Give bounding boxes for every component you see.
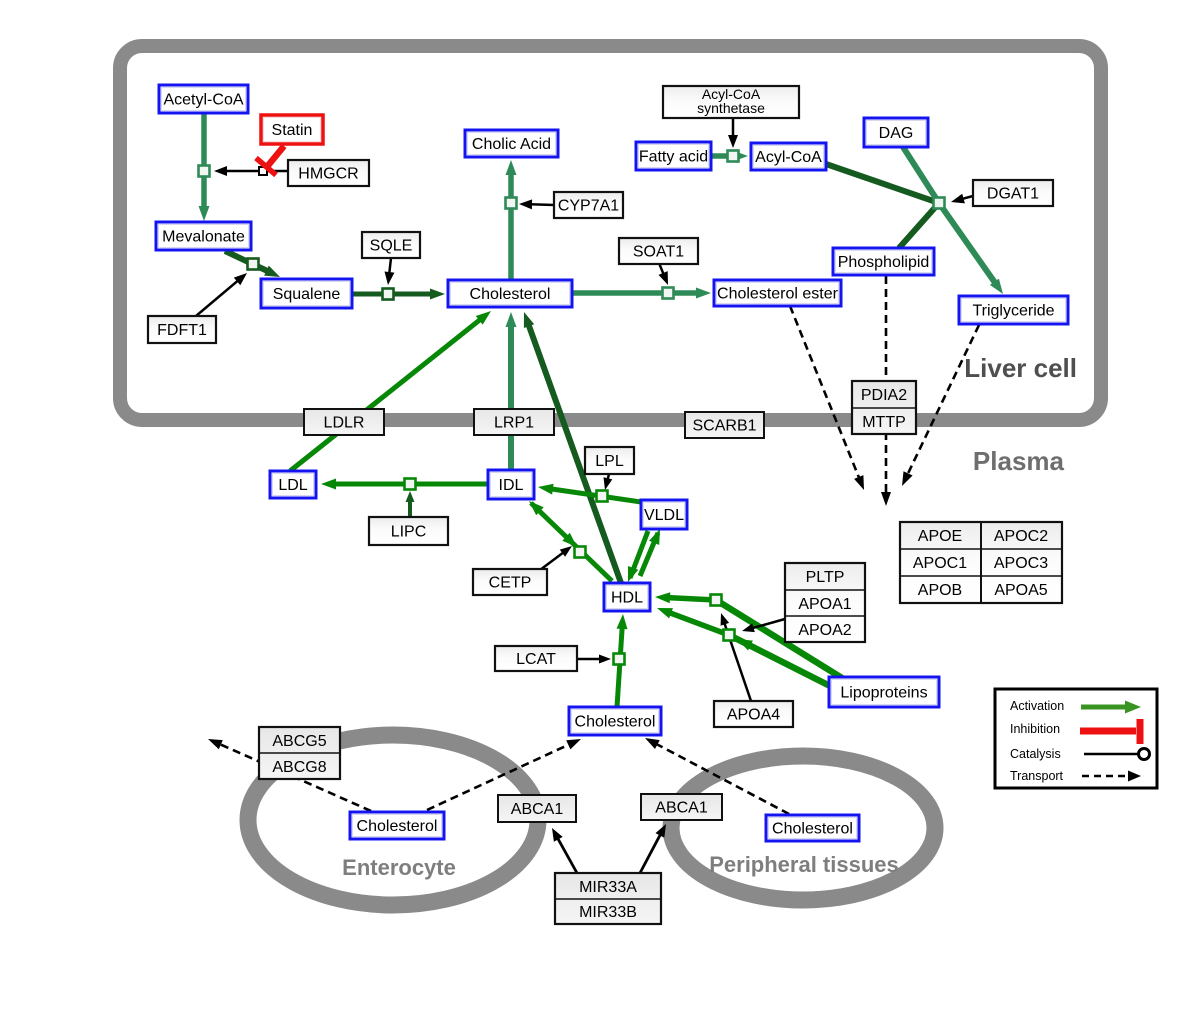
svg-text:Squalene: Squalene [273, 286, 341, 303]
svg-text:Lipoproteins: Lipoproteins [840, 685, 927, 702]
svg-text:APOC1: APOC1 [913, 555, 967, 572]
svg-text:Acetyl-CoA: Acetyl-CoA [163, 92, 243, 109]
svg-text:LDL: LDL [278, 477, 307, 494]
svg-text:Activation: Activation [1010, 699, 1064, 713]
svg-text:APOA4: APOA4 [727, 707, 780, 724]
svg-text:Fatty acid: Fatty acid [639, 149, 708, 166]
svg-text:Liver cell: Liver cell [964, 353, 1077, 383]
svg-text:APOC3: APOC3 [994, 555, 1048, 572]
svg-text:Inhibition: Inhibition [1010, 722, 1060, 736]
svg-text:HMGCR: HMGCR [298, 166, 358, 183]
svg-text:APOA1: APOA1 [798, 596, 851, 613]
svg-text:APOE: APOE [918, 528, 962, 545]
svg-text:Cholesterol: Cholesterol [357, 818, 438, 835]
svg-text:LDLR: LDLR [324, 415, 365, 432]
svg-text:SOAT1: SOAT1 [633, 244, 684, 261]
svg-text:Cholic Acid: Cholic Acid [472, 136, 551, 153]
svg-text:APOC2: APOC2 [994, 528, 1048, 545]
svg-text:PLTP: PLTP [806, 569, 845, 586]
svg-text:APOB: APOB [918, 582, 962, 599]
svg-text:MIR33A: MIR33A [579, 879, 637, 896]
svg-text:Mevalonate: Mevalonate [162, 229, 245, 246]
svg-text:SCARB1: SCARB1 [692, 418, 756, 435]
svg-text:MIR33B: MIR33B [579, 904, 637, 921]
svg-text:ABCG5: ABCG5 [272, 733, 326, 750]
svg-text:SQLE: SQLE [370, 238, 413, 255]
svg-text:Statin: Statin [272, 122, 313, 139]
svg-text:LIPC: LIPC [391, 524, 427, 541]
svg-text:Phospholipid: Phospholipid [838, 254, 930, 271]
svg-text:Enterocyte: Enterocyte [342, 855, 456, 880]
svg-text:Cholesterol: Cholesterol [575, 714, 656, 731]
svg-text:synthetase: synthetase [697, 100, 765, 116]
svg-text:HDL: HDL [611, 590, 643, 607]
svg-text:LPL: LPL [595, 453, 624, 470]
svg-text:Cholesterol: Cholesterol [772, 821, 853, 838]
svg-text:VLDL: VLDL [644, 507, 684, 524]
svg-text:Catalysis: Catalysis [1010, 747, 1061, 761]
svg-text:Acyl-CoA: Acyl-CoA [755, 149, 822, 166]
svg-text:ABCA1: ABCA1 [655, 800, 708, 817]
svg-text:IDL: IDL [499, 477, 524, 494]
svg-text:Transport: Transport [1010, 769, 1064, 783]
svg-text:DAG: DAG [879, 125, 914, 142]
svg-text:APOA5: APOA5 [994, 582, 1047, 599]
svg-text:APOA2: APOA2 [798, 622, 851, 639]
svg-text:FDFT1: FDFT1 [157, 322, 207, 339]
svg-text:Triglyceride: Triglyceride [972, 303, 1054, 320]
svg-text:CETP: CETP [489, 575, 532, 592]
svg-text:LCAT: LCAT [516, 651, 556, 668]
svg-text:Plasma: Plasma [973, 446, 1065, 476]
svg-text:Cholesterol: Cholesterol [470, 286, 551, 303]
svg-text:DGAT1: DGAT1 [987, 186, 1039, 203]
svg-text:Acyl-CoA: Acyl-CoA [702, 86, 761, 102]
svg-text:CYP7A1: CYP7A1 [558, 198, 619, 215]
svg-text:LRP1: LRP1 [494, 415, 534, 432]
svg-text:Peripheral tissues: Peripheral tissues [709, 852, 899, 877]
svg-text:MTTP: MTTP [862, 414, 906, 431]
svg-text:Cholesterol ester: Cholesterol ester [717, 286, 839, 303]
svg-text:ABCG8: ABCG8 [272, 759, 326, 776]
svg-text:PDIA2: PDIA2 [861, 387, 907, 404]
svg-text:ABCA1: ABCA1 [511, 801, 564, 818]
